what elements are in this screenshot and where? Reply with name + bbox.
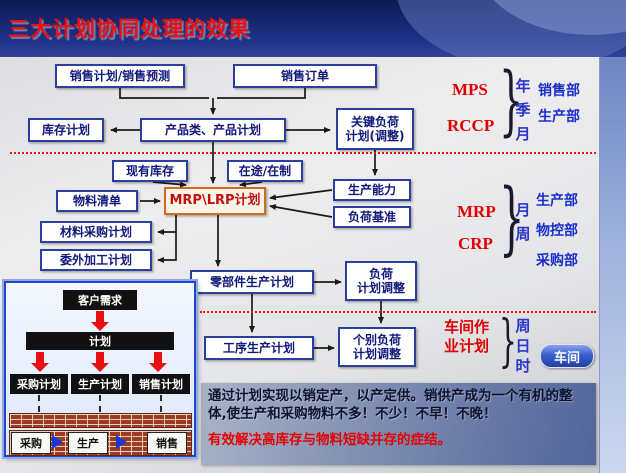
node-mrp-lrp-plan: MRP\LRP计划: [164, 187, 266, 215]
node-individual-load-adjust: 个别负荷 计划调整: [338, 327, 416, 367]
red-arrow-down-icon: [91, 311, 109, 331]
slide-title: 三大计划协同处理的效果: [8, 17, 250, 41]
node-process-production-plan: 工序生产计划: [204, 336, 314, 360]
dept-mps-production: 生产部: [538, 109, 580, 125]
node-key-load-plan: 关键负荷 计划(调整): [336, 108, 414, 150]
node-product-plan: 产品类、产品计划: [140, 118, 286, 142]
label-rccp: RCCP: [447, 116, 495, 135]
node-sales-plan-forecast: 销售计划/销售预测: [55, 64, 185, 88]
node-bom: 物料清单: [56, 190, 138, 212]
dashed-connector: [99, 395, 101, 412]
label-crp: CRP: [458, 234, 493, 253]
node-material-purchase-plan: 材料采购计划: [40, 221, 152, 243]
section-divider-top: [10, 152, 596, 154]
brace-mrp-icon: }: [499, 171, 525, 264]
slide-header: 三大计划协同处理的效果: [0, 0, 626, 57]
node-current-inventory: 现有库存: [112, 160, 188, 182]
section-divider-bottom: [200, 311, 596, 313]
customer-demand-box: 客户需求: [63, 290, 137, 310]
summary-highlight-text: 有效解决高库存与物料短缺并存的症结。: [208, 431, 451, 448]
node-parts-production-plan: 零部件生产计划: [190, 270, 314, 294]
node-in-transit: 在途/在制: [227, 160, 303, 182]
production-plan-box: 生产计划: [71, 374, 129, 394]
node-load-plan-adjust: 负荷 计划调整: [345, 261, 417, 301]
summary-panel: 通过计划实现以销定产，以产定供。销供产成为一个有机的整体,使生产和采购物料不多！…: [201, 383, 596, 465]
dept-mps-sales: 销售部: [538, 83, 580, 99]
purchase-exec-box: 采购: [11, 432, 51, 454]
flow-triangle-icon: [52, 435, 63, 449]
node-inventory-plan: 库存计划: [28, 118, 104, 142]
brace-mps-icon: }: [499, 55, 524, 144]
production-exec-box: 生产: [68, 432, 108, 454]
red-arrow-down-icon: [149, 352, 167, 372]
sales-exec-box: 销售: [147, 432, 187, 454]
label-mrp: MRP: [457, 202, 496, 221]
workshop-badge: 车间: [540, 344, 594, 368]
plan-bar: 计划: [26, 332, 174, 350]
dept-mrp-production: 生产部: [536, 193, 578, 209]
summary-main-text: 通过计划实现以销定产，以产定供。销供产成为一个有机的整体,使生产和采购物料不多！…: [208, 388, 573, 422]
slide-side-bar: [599, 56, 626, 473]
mini-plan-diagram-panel: 客户需求 计划 采购计划 生产计划 销售计划 采购 生产 销售: [4, 281, 196, 457]
purchase-plan-box: 采购计划: [10, 374, 68, 394]
dashed-connector: [38, 395, 40, 412]
period-mps: 年季月: [515, 77, 531, 143]
dept-mrp-material-control: 物控部: [536, 223, 578, 239]
node-outsourcing-plan: 委外加工计划: [40, 249, 152, 271]
period-mrp: 月周: [515, 201, 531, 243]
node-production-capacity: 生产能力: [333, 179, 411, 201]
brick-strip-upper: [9, 413, 192, 428]
red-arrow-down-icon: [31, 352, 49, 372]
period-workshop: 周日时: [515, 317, 531, 375]
sales-plan-box: 销售计划: [132, 374, 190, 394]
node-load-baseline: 负荷基准: [333, 206, 411, 228]
brace-workshop-icon: }: [499, 309, 517, 374]
red-arrow-down-icon: [91, 352, 109, 372]
dashed-connector: [160, 395, 162, 412]
label-workshop-plan: 车间作 业计划: [444, 318, 490, 355]
flow-triangle-icon: [116, 435, 127, 449]
label-mps: MPS: [452, 80, 488, 99]
dept-mrp-purchasing: 采购部: [536, 253, 578, 269]
node-sales-order: 销售订单: [233, 64, 377, 88]
